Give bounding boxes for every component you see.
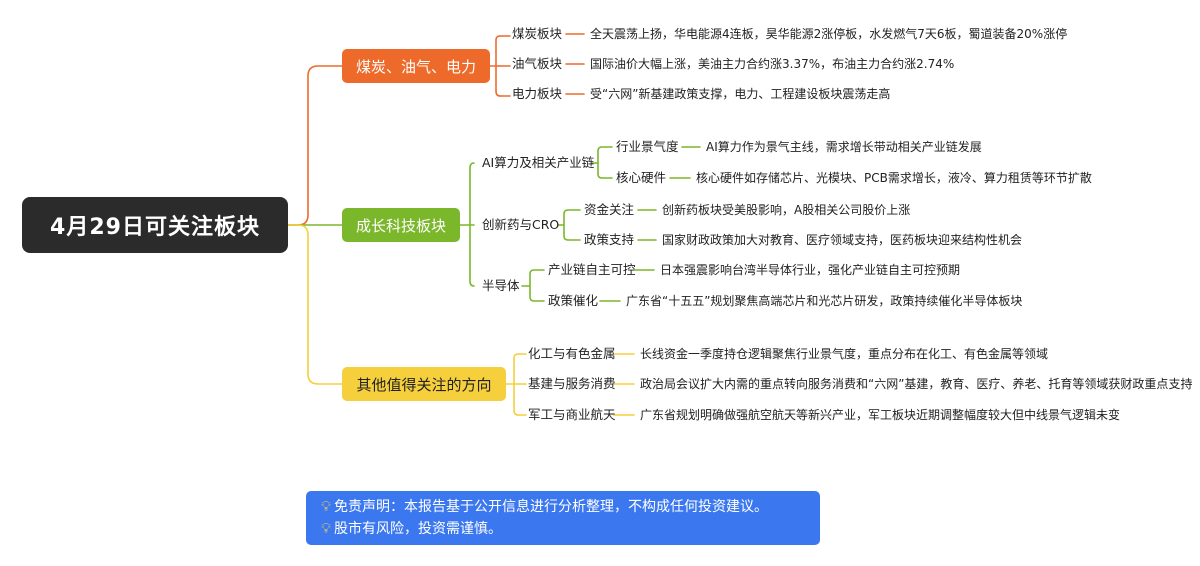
disclaimer-text-2: 股市有风险，投资需谨慎。 bbox=[334, 521, 502, 537]
node-semiconductor[interactable]: 半导体 bbox=[482, 278, 520, 293]
node-innovative-drug-cro[interactable]: 创新药与CRO bbox=[482, 217, 560, 232]
branch-other-directions[interactable]: 其他值得关注的方向 bbox=[342, 367, 506, 401]
detail-infrastructure-consumption: 政治局会议扩大内需的重点转向服务消费和“六网”基建，教育、医疗、养老、托育等领域… bbox=[640, 377, 1193, 391]
branch-energy[interactable]: 煤炭、油气、电力 bbox=[342, 49, 490, 83]
detail-policy-catalyst: 广东省“十五五”规划聚焦高端芯片和光芯片研发，政策持续催化半导体板块 bbox=[626, 294, 1023, 308]
detail-industry-prosperity: AI算力作为景气主线，需求增长带动相关产业链发展 bbox=[706, 140, 982, 154]
connector-green-cro-fork bbox=[557, 209, 581, 241]
node-power[interactable]: 电力板块 bbox=[512, 86, 563, 101]
detail-defense-aerospace: 广东省规划明确做强航空航天等新兴产业，军工板块近期调整幅度较大但中线景气逻辑未变 bbox=[640, 408, 1121, 422]
detail-chemicals-metals: 长线资金一季度持仓逻辑聚焦行业景气度，重点分布在化工、有色金属等领域 bbox=[640, 347, 1049, 361]
connector-orange-fork bbox=[489, 35, 501, 97]
detail-power: 受“六网”新基建政策支撑，电力、工程建设板块震荡走高 bbox=[590, 87, 891, 101]
node-oil-gas[interactable]: 油气板块 bbox=[512, 56, 563, 71]
lightbulb-icon: 💡︎ bbox=[321, 499, 331, 515]
connector-green-fork bbox=[459, 162, 475, 287]
disclaimer-text-1: 免责声明：本报告基于公开信息进行分析整理，不构成任何投资建议。 bbox=[334, 499, 768, 515]
connector-green-ai-fork bbox=[591, 146, 613, 179]
disclaimer-line-2: 💡︎股市有风险，投资需谨慎。 bbox=[318, 518, 808, 540]
lightbulb-icon: 💡︎ bbox=[321, 521, 331, 537]
disclaimer-box: 💡︎免责声明：本报告基于公开信息进行分析整理，不构成任何投资建议。 💡︎股市有风… bbox=[306, 491, 820, 545]
disclaimer-line-1: 💡︎免责声明：本报告基于公开信息进行分析整理，不构成任何投资建议。 bbox=[318, 496, 808, 518]
detail-policy-support: 国家财政政策加大对教育、医疗领域支持，医药板块迎来结构性机会 bbox=[662, 233, 1023, 247]
node-industry-prosperity[interactable]: 行业景气度 bbox=[616, 139, 679, 154]
node-policy-catalyst[interactable]: 政策催化 bbox=[548, 293, 599, 308]
detail-oil-gas: 国际油价大幅上涨，美油主力合约涨3.37%，布油主力合约涨2.74% bbox=[590, 57, 955, 71]
connector-root-orange bbox=[287, 65, 343, 226]
node-supply-chain-autonomy[interactable]: 产业链自主可控 bbox=[548, 262, 636, 277]
connector-root-yellow bbox=[287, 224, 343, 385]
connector-yellow-fork bbox=[505, 353, 519, 416]
detail-capital-attention: 创新药板块受美股影响，A股相关公司股价上涨 bbox=[662, 203, 911, 217]
node-defense-aerospace[interactable]: 军工与商业航天 bbox=[528, 407, 616, 422]
node-ai-compute[interactable]: AI算力及相关产业链 bbox=[482, 155, 595, 170]
detail-core-hardware: 核心硬件如存储芯片、光模块、PCB需求增长，液冷、算力租赁等环节扩散 bbox=[696, 171, 1092, 185]
detail-coal: 全天震荡上扬，华电能源4连板，昊华能源2涨停板，水发燃气7天6板，蜀道装备20%… bbox=[590, 27, 1068, 41]
node-infrastructure-consumption[interactable]: 基建与服务消费 bbox=[528, 376, 616, 391]
branch-tech-growth[interactable]: 成长科技板块 bbox=[342, 208, 460, 242]
connector-green-semi-fork bbox=[521, 269, 545, 302]
node-capital-attention[interactable]: 资金关注 bbox=[584, 202, 635, 217]
node-core-hardware[interactable]: 核心硬件 bbox=[616, 170, 667, 185]
node-chemicals-metals[interactable]: 化工与有色金属 bbox=[528, 346, 616, 361]
detail-supply-chain-autonomy: 日本强震影响台湾半导体行业，强化产业链自主可控预期 bbox=[660, 263, 961, 277]
root-node[interactable]: 4月29日可关注板块 bbox=[22, 197, 288, 253]
node-coal[interactable]: 煤炭板块 bbox=[512, 26, 563, 41]
node-policy-support[interactable]: 政策支持 bbox=[584, 232, 635, 247]
